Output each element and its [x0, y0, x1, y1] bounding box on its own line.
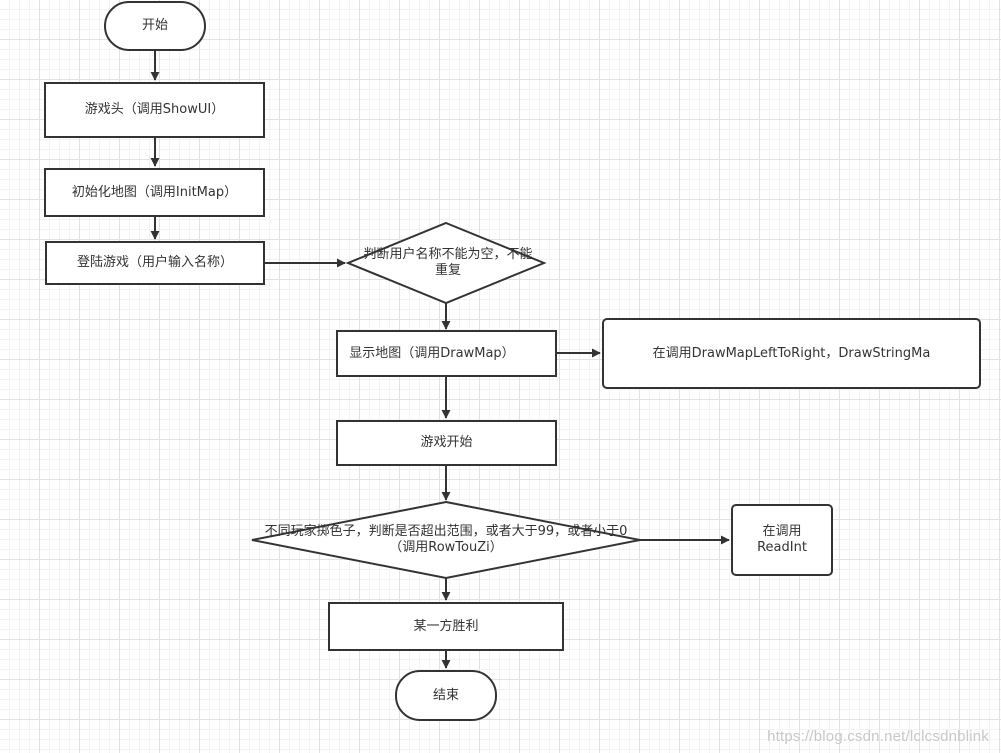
- game-start-label: 游戏开始: [420, 435, 473, 450]
- show-map-note-label: 在调用DrawMapLeftToRight，DrawStringMa: [652, 345, 931, 361]
- roll-note-box: [731, 504, 833, 576]
- start-label: 开始: [141, 18, 168, 33]
- end-terminator: [395, 670, 497, 721]
- end-label: 结束: [432, 687, 459, 703]
- game-header-label: 游戏头（调用ShowUI）: [84, 102, 225, 117]
- show-map-label: 显示地图（调用DrawMap）: [349, 345, 515, 361]
- show-map-process: [336, 330, 557, 377]
- watermark-url: https://blog.csdn.net/lclcsdnblink: [767, 728, 989, 745]
- game-header-process: [44, 82, 265, 138]
- login-process: [45, 241, 265, 285]
- show-map-note-box: [602, 318, 981, 389]
- init-map-label: 初始化地图（调用InitMap）: [71, 184, 238, 200]
- winner-process: [328, 602, 564, 651]
- login-label: 登陆游戏（用户输入名称）: [76, 255, 233, 270]
- roll-note-label: 在调用ReadInt: [757, 524, 807, 555]
- roll-dice-label: 不同玩家掷色子，判断是否超出范围，或者大于99，或者小于0（调用RowTouZi…: [264, 524, 628, 555]
- check-name-label: 判断用户名称不能为空，不能重复: [363, 247, 533, 278]
- roll-dice-decision: [251, 500, 641, 580]
- winner-label: 某一方胜利: [413, 618, 479, 634]
- check-name-decision: [345, 221, 547, 305]
- game-start-process: [336, 420, 557, 466]
- init-map-process: [44, 168, 265, 217]
- start-terminator: [104, 1, 206, 51]
